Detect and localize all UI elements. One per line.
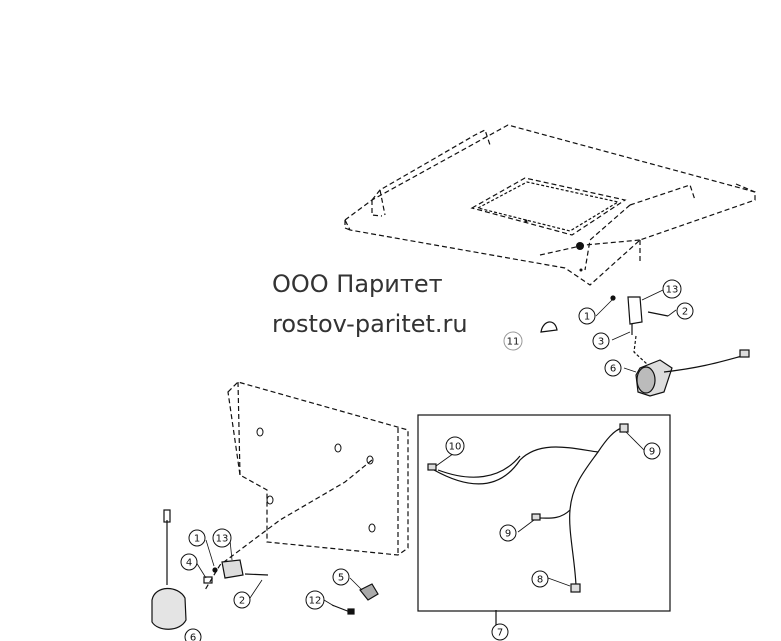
callout-label: 8 bbox=[537, 575, 543, 586]
panel-holes bbox=[256, 427, 376, 533]
callout-label: 13 bbox=[666, 285, 679, 296]
callout-c1-top: 1 bbox=[578, 307, 596, 325]
callout-label: 12 bbox=[309, 596, 322, 607]
callout-circle bbox=[662, 279, 682, 299]
callout-c7: 7 bbox=[491, 623, 509, 641]
callout-circle bbox=[503, 331, 523, 351]
callout-circle bbox=[233, 591, 251, 609]
roof-mount-hole bbox=[524, 219, 584, 272]
callout-c9-left: 9 bbox=[499, 524, 517, 542]
callout-circle bbox=[643, 442, 661, 460]
callout-c9-right: 9 bbox=[643, 442, 661, 460]
bottom-bracket-assembly bbox=[203, 559, 269, 584]
callout-label: 6 bbox=[610, 364, 616, 375]
callout-label: 4 bbox=[186, 558, 192, 569]
top-speaker bbox=[635, 349, 750, 397]
callout-c6-top: 6 bbox=[604, 359, 622, 377]
harness-box bbox=[417, 414, 671, 626]
callout-label: 5 bbox=[338, 573, 344, 584]
callout-label: 13 bbox=[216, 534, 229, 545]
callout-circle bbox=[184, 628, 202, 641]
callout-c2-top: 2 bbox=[676, 302, 694, 320]
callout-circle bbox=[491, 623, 509, 641]
callout-label: 2 bbox=[682, 307, 688, 318]
callout-circle bbox=[188, 529, 206, 547]
callout-label: 6 bbox=[190, 633, 196, 641]
callout-label: 10 bbox=[449, 442, 462, 453]
callout-circle bbox=[531, 570, 549, 588]
callout-circle bbox=[212, 528, 232, 548]
callout-c1-bot: 1 bbox=[188, 529, 206, 547]
callout-circle bbox=[578, 307, 596, 325]
callout-c10: 10 bbox=[445, 436, 465, 456]
callout-label: 11 bbox=[507, 337, 520, 348]
back-panel bbox=[204, 381, 409, 591]
callout-c11: 11 bbox=[503, 331, 523, 351]
watermark-site: rostov-paritet.ru bbox=[272, 310, 468, 338]
callout-circle bbox=[305, 590, 325, 610]
callout-circle bbox=[445, 436, 465, 456]
callout-circle bbox=[592, 332, 610, 350]
callout-c13-top: 13 bbox=[662, 279, 682, 299]
roof-panel bbox=[344, 124, 756, 286]
callout-c8: 8 bbox=[531, 570, 549, 588]
callout-circle bbox=[180, 553, 198, 571]
bottom-speaker bbox=[151, 509, 187, 630]
callout-circle bbox=[499, 524, 517, 542]
clip-part bbox=[540, 321, 558, 333]
callout-c13-bot: 13 bbox=[212, 528, 232, 548]
callout-c6-bot: 6 bbox=[184, 628, 202, 641]
callout-c5: 5 bbox=[332, 568, 350, 586]
callout-label: 3 bbox=[598, 337, 604, 348]
callout-label: 2 bbox=[239, 596, 245, 607]
callout-label: 1 bbox=[194, 534, 200, 545]
watermark-company: ООО Паритет bbox=[272, 270, 443, 298]
callout-label: 9 bbox=[505, 529, 511, 540]
small-parts bbox=[331, 583, 379, 615]
callout-circle bbox=[676, 302, 694, 320]
callout-c2-bot: 2 bbox=[233, 591, 251, 609]
callout-c12: 12 bbox=[305, 590, 325, 610]
callout-circle bbox=[604, 359, 622, 377]
callout-c3-top: 3 bbox=[592, 332, 610, 350]
callout-circle bbox=[332, 568, 350, 586]
callout-label: 1 bbox=[584, 312, 590, 323]
callout-label: 7 bbox=[497, 628, 503, 639]
top-bracket-assembly bbox=[610, 295, 669, 366]
callout-label: 9 bbox=[649, 447, 655, 458]
callout-c4: 4 bbox=[180, 553, 198, 571]
